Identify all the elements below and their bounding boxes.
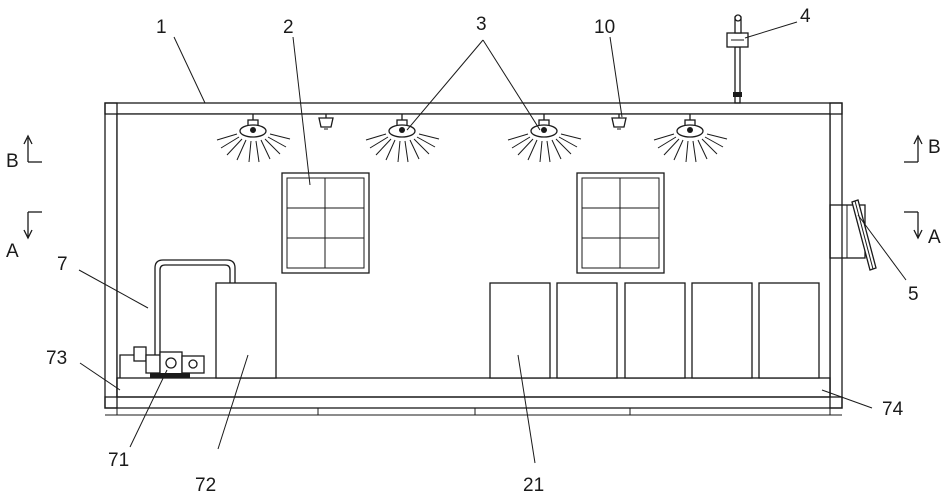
lamp-icon: [611, 114, 627, 130]
section-b-right-label: B: [928, 137, 941, 158]
window-icon: [576, 172, 665, 274]
label-72: 72: [195, 475, 216, 496]
label-3: 3: [476, 14, 487, 35]
spray-nozzle-icon: [653, 114, 728, 163]
section-b-left-label: B: [6, 151, 19, 172]
section-a-right-label: A: [928, 227, 941, 248]
label-10: 10: [594, 17, 615, 38]
label-2: 2: [283, 17, 294, 38]
section-arrow-icon: [23, 134, 42, 163]
section-arrow-icon: [904, 211, 923, 240]
label-21: 21: [523, 475, 544, 496]
storage-box: [624, 282, 686, 379]
storage-box: [758, 282, 820, 379]
section-arrow-icon: [904, 134, 923, 163]
label-7: 7: [57, 254, 68, 275]
lamp-icon: [318, 114, 334, 130]
storage-boxes: [489, 282, 820, 379]
label-4: 4: [800, 6, 811, 27]
section-a-left-label: A: [6, 241, 19, 262]
spray-nozzle-icon: [216, 114, 291, 163]
roof-mast: [726, 14, 749, 104]
label-74: 74: [882, 399, 904, 420]
leader-lines: [78, 21, 907, 464]
storage-box: [556, 282, 618, 379]
vent-icon: [829, 199, 877, 271]
storage-box: [691, 282, 753, 379]
pipe-system: [119, 259, 236, 378]
label-73: 73: [46, 348, 67, 369]
pump-icon: [133, 346, 205, 378]
label-1: 1: [156, 17, 167, 38]
section-arrow-icon: [23, 211, 42, 240]
storage-box: [489, 282, 551, 379]
spray-nozzle-icon: [507, 114, 582, 163]
window-icon: [281, 172, 370, 274]
label-5: 5: [908, 284, 919, 305]
label-71: 71: [108, 450, 129, 471]
tank-72: [215, 282, 277, 379]
